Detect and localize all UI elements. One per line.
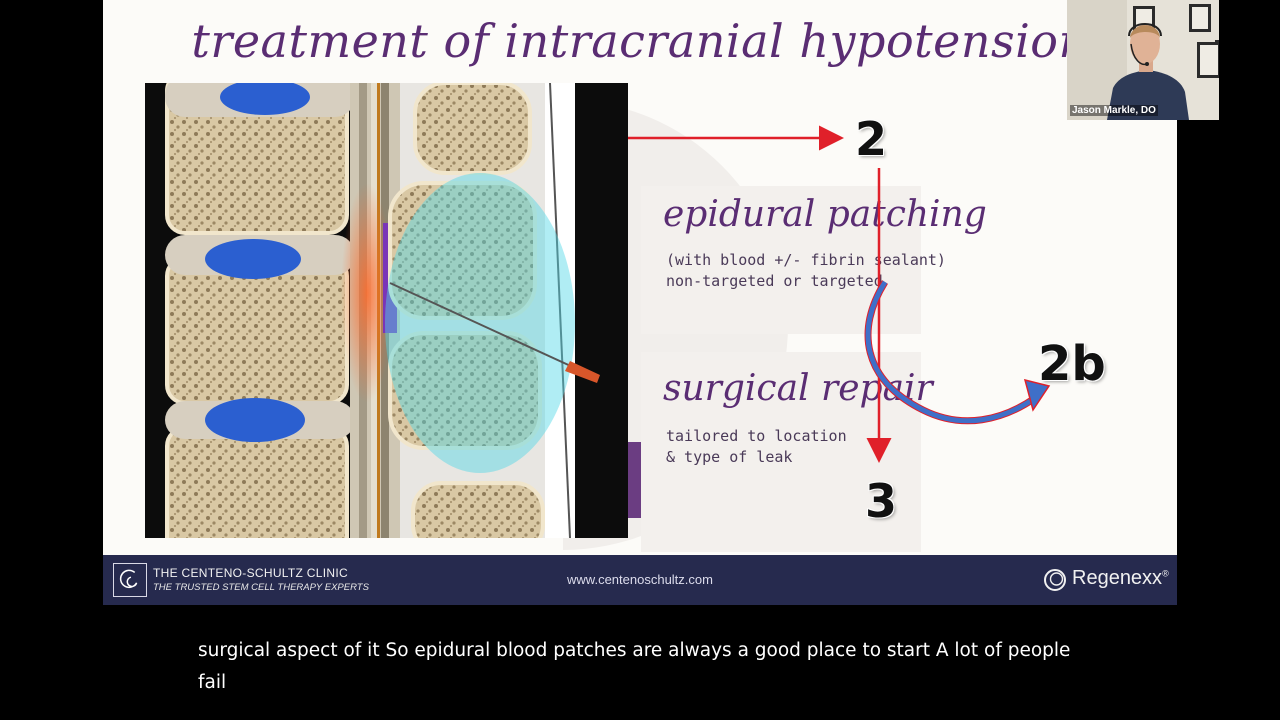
webcam-video [1067, 0, 1219, 120]
slide-title: treatment of intracranial hypotension [191, 14, 1089, 68]
clinic-logo-icon [113, 563, 147, 597]
regenexx-logo-icon [1044, 569, 1066, 591]
epidural-patching-title: epidural patching [663, 194, 987, 235]
presentation-slide: treatment of intracranial hypotension [103, 0, 1177, 605]
step-number-2b: 2b [1038, 336, 1106, 392]
webcam-tile: Jason Markle, DO [1067, 0, 1219, 120]
epidural-patching-description: (with blood +/- fibrin sealant) non-targ… [666, 250, 946, 292]
epidural-desc-line-2: non-targeted or targeted [666, 272, 883, 290]
surgical-repair-description: tailored to location & type of leak [666, 426, 847, 468]
clinic-tagline: THE TRUSTED STEM CELL THERAPY EXPERTS [153, 582, 369, 593]
slide-footer: THE CENTENO-SCHULTZ CLINIC THE TRUSTED S… [103, 555, 1177, 605]
participant-name-label: Jason Markle, DO [1070, 105, 1158, 116]
epidural-desc-line-1: (with blood +/- fibrin sealant) [666, 251, 946, 269]
registered-mark: ® [1162, 568, 1169, 579]
surgical-repair-title: surgical repair [663, 368, 933, 409]
surgical-desc-line-1: tailored to location [666, 427, 847, 445]
closed-captions: surgical aspect of it So epidural blood … [198, 640, 1071, 693]
clinic-website-url: www.centenoschultz.com [567, 572, 713, 587]
surgical-desc-line-2: & type of leak [666, 448, 793, 466]
step-number-2: 2 [855, 112, 888, 166]
step-number-3: 3 [865, 474, 898, 528]
accent-tab [628, 442, 641, 518]
regenexx-brand: Regenexx® [1072, 567, 1169, 590]
regenexx-brand-text: Regenexx [1072, 567, 1163, 589]
clinic-name: THE CENTENO-SCHULTZ CLINIC [153, 566, 348, 580]
spine-illustration [145, 83, 628, 538]
